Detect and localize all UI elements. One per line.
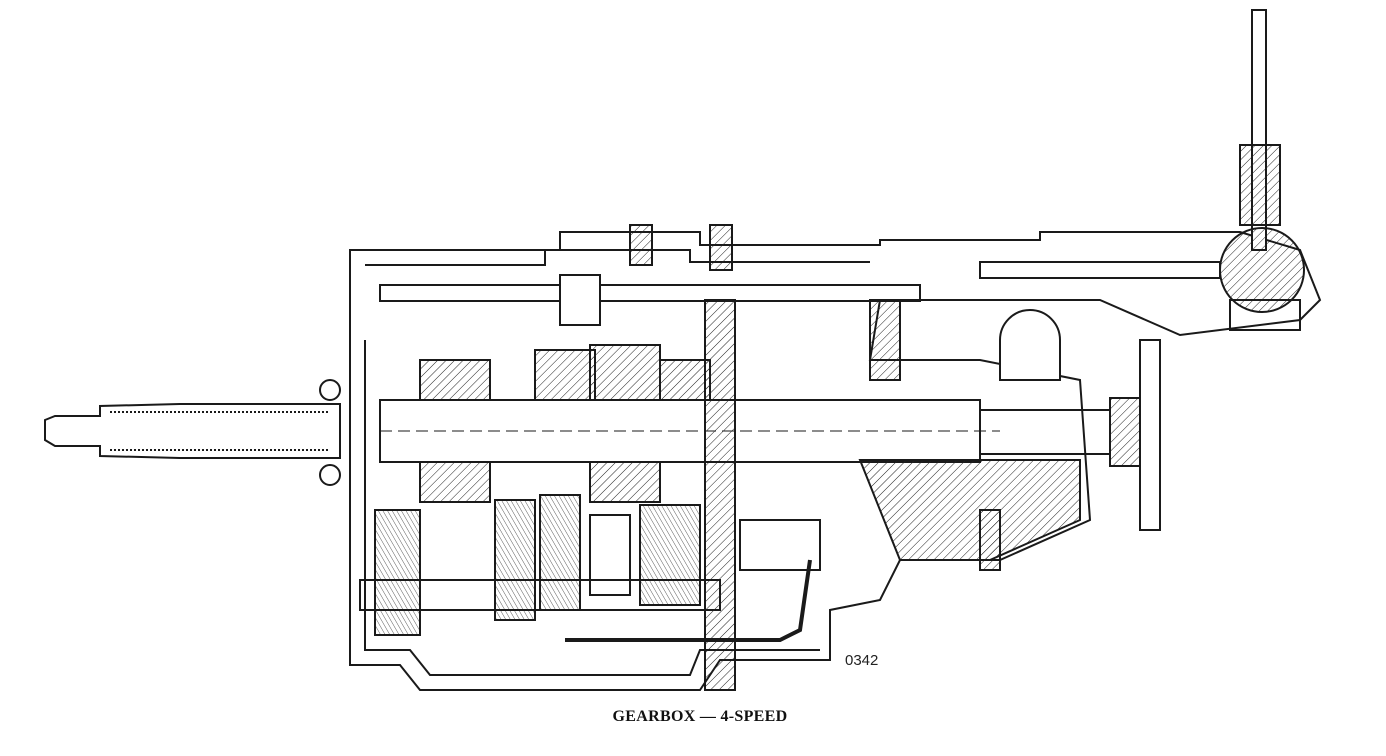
figure-reference-number: 0342	[845, 652, 879, 669]
output-flange	[1139, 339, 1161, 531]
figure-caption: GEARBOX — 4-SPEED	[612, 708, 788, 725]
selector-rod	[379, 284, 921, 302]
input-shaft	[44, 403, 341, 459]
